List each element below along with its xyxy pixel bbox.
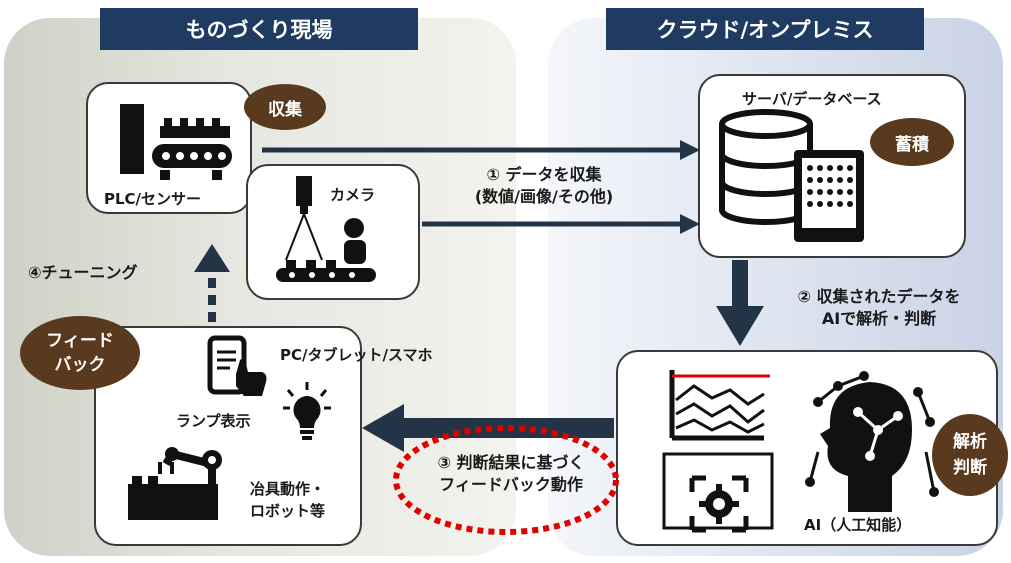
cloud-title: クラウド/オンプレミス — [606, 8, 924, 50]
step3-line2: フィードバック動作 — [439, 475, 583, 494]
jig-label-line2: ロボット等 — [250, 502, 326, 520]
analyze-badge: 解析 判断 — [932, 414, 1008, 496]
store-badge: 蓄積 — [870, 118, 954, 166]
step2-line1: ② 収集されたデータを — [797, 287, 961, 306]
robot-arm-icon — [128, 447, 222, 520]
gear-icon — [689, 475, 749, 533]
server-label: サーバ/データベース — [742, 90, 882, 108]
step2-line2: AIで解析・判断 — [821, 309, 937, 328]
highlight-ellipse — [393, 425, 619, 535]
collect-badge: 収集 — [244, 84, 326, 130]
lamp-icon — [283, 382, 331, 440]
feedback-badge-line1: フィード — [46, 331, 114, 351]
camera-inspection-icon — [276, 176, 376, 282]
step3-label: ③ 判断結果に基づく フィードバック動作 — [406, 452, 616, 496]
step1-line2: (数値/画像/その他) — [474, 187, 614, 206]
analyze-badge-line1: 解析 — [953, 432, 987, 452]
pc-label: PC/タブレット/スマホ — [280, 346, 433, 364]
ai-head-icon — [805, 371, 939, 512]
jig-label-line1: 冶具動作・ — [250, 480, 326, 498]
step1-line1: ① データを収集 — [486, 165, 602, 184]
feedback-arrow — [402, 418, 614, 438]
database-icon — [719, 109, 864, 242]
step1-label: ① データを収集 (数値/画像/その他) — [424, 164, 664, 208]
conveyor-icon — [120, 104, 232, 180]
analyze-badge-line2: 判断 — [953, 458, 987, 478]
feedback-badge: フィード バック — [20, 316, 140, 390]
plc-label: PLC/センサー — [104, 190, 202, 208]
ai-label: AI（人工知能） — [804, 516, 912, 534]
step4-label: ④チューニング — [28, 263, 138, 282]
lamp-label: ランプ表示 — [176, 412, 251, 430]
shop-floor-title: ものづくり現場 — [100, 8, 418, 50]
step2-label: ② 収集されたデータを AIで解析・判断 — [764, 286, 994, 330]
camera-label: カメラ — [330, 186, 376, 204]
tablet-icon — [207, 335, 267, 396]
analyze-arrow — [732, 260, 748, 308]
feedback-badge-line2: バック — [54, 355, 106, 375]
step3-line1: ③ 判断結果に基づく — [437, 453, 585, 472]
jig-label: 冶具動作・ ロボット等 — [250, 478, 325, 522]
